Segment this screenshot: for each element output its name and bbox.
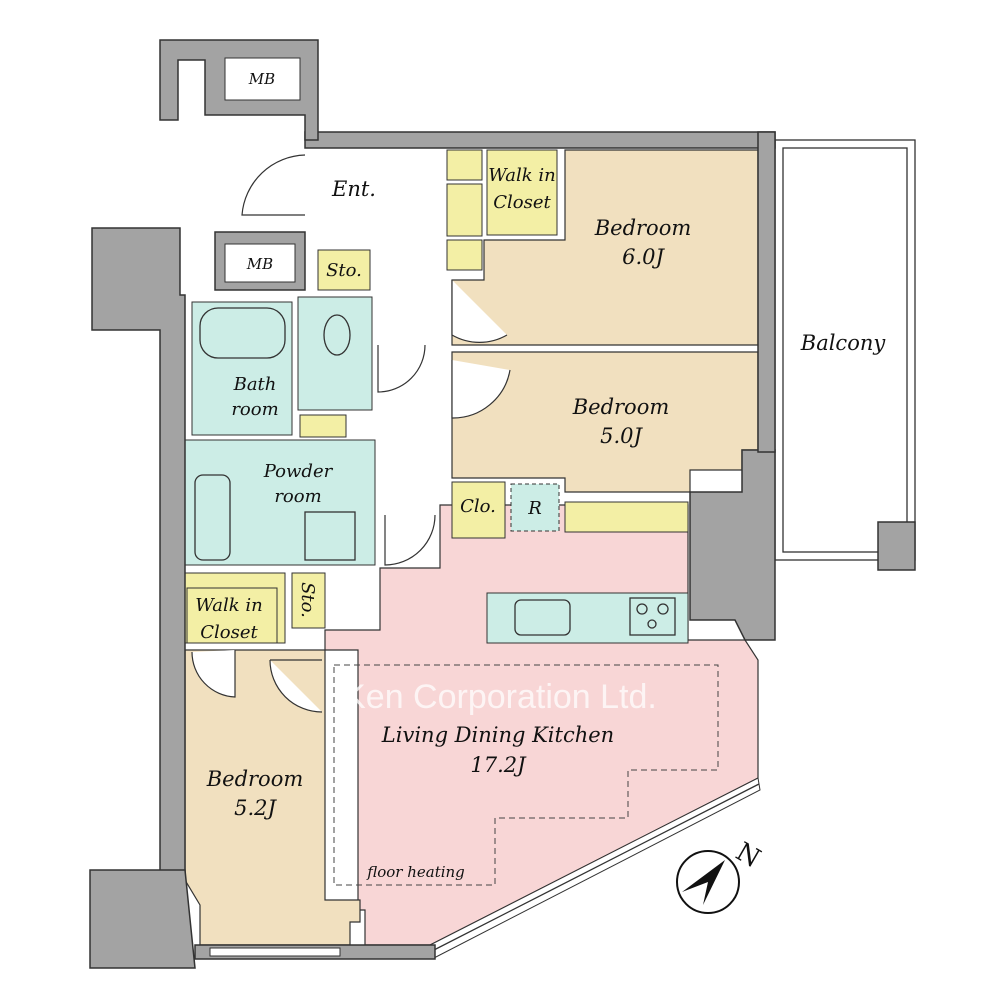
storage-top-label: Sto. [326, 260, 362, 281]
floor-heating-area [333, 664, 719, 886]
stove-icon [629, 597, 676, 636]
bedroom-3-label: Bedroom [206, 767, 304, 791]
balcony-label: Balcony [800, 331, 887, 355]
bedroom-1-door[interactable] [451, 280, 508, 343]
entrance-label: Ent. [331, 177, 376, 201]
walk-in-closet-left[interactable] [181, 572, 286, 644]
left-wall [91, 227, 186, 881]
mb-top-label: MB [248, 70, 275, 88]
washer-icon [304, 511, 356, 561]
bedroom-2-label: Bedroom [572, 395, 670, 419]
bedroom-2-size: 5.0J [600, 424, 643, 448]
floor-heating-label: floor heating [366, 863, 465, 881]
north-compass-icon: N [676, 837, 765, 914]
powder-door[interactable] [384, 514, 436, 566]
storage-top[interactable] [317, 249, 371, 291]
bedroom-1-label: Bedroom [594, 216, 692, 240]
toilet-room[interactable] [297, 296, 373, 411]
bedroom-3-size: 5.2J [234, 796, 277, 820]
svg-text:room: room [274, 486, 321, 507]
ldk-size: 17.2J [470, 753, 527, 777]
bottom-left-column [89, 869, 196, 969]
refrigerator-label: R [527, 498, 542, 519]
svg-text:Closet: Closet [493, 192, 551, 213]
powder-room[interactable] [184, 439, 376, 566]
storage-left[interactable] [291, 572, 326, 629]
balcony[interactable] [774, 139, 916, 561]
toilet-icon [323, 314, 351, 356]
ldk-label: Living Dining Kitchen [381, 723, 614, 747]
toilet-door[interactable] [377, 344, 426, 393]
bedroom-1-size: 6.0J [622, 245, 665, 269]
refrigerator-space [510, 483, 560, 532]
closet-label: Clo. [460, 496, 496, 517]
powder-label: Powder [263, 461, 334, 482]
bath-label: Bath [233, 374, 277, 395]
sink-icon [514, 599, 571, 636]
mb-mid-label: MB [246, 255, 273, 273]
washbasin-icon [194, 474, 231, 561]
svg-text:room: room [231, 399, 278, 420]
column-right [689, 449, 776, 641]
bedroom-3-door[interactable] [191, 650, 236, 698]
bathroom[interactable] [191, 301, 293, 436]
bedroom-3-floor[interactable] [184, 649, 361, 946]
closet[interactable] [451, 481, 506, 539]
walk-in-closet-left-label: Walk in [195, 595, 262, 616]
svg-text:Closet: Closet [200, 622, 258, 643]
storage-left-label: Sto. [297, 582, 318, 618]
walk-in-closet-top-label: Walk in [488, 165, 555, 186]
entrance-door[interactable] [241, 154, 306, 216]
watermark: Ken Corporation Ltd. [343, 678, 657, 716]
bathtub-icon [199, 307, 286, 359]
bedroom-2-door[interactable] [451, 360, 511, 419]
walk-in-closet-top[interactable] [486, 149, 558, 236]
